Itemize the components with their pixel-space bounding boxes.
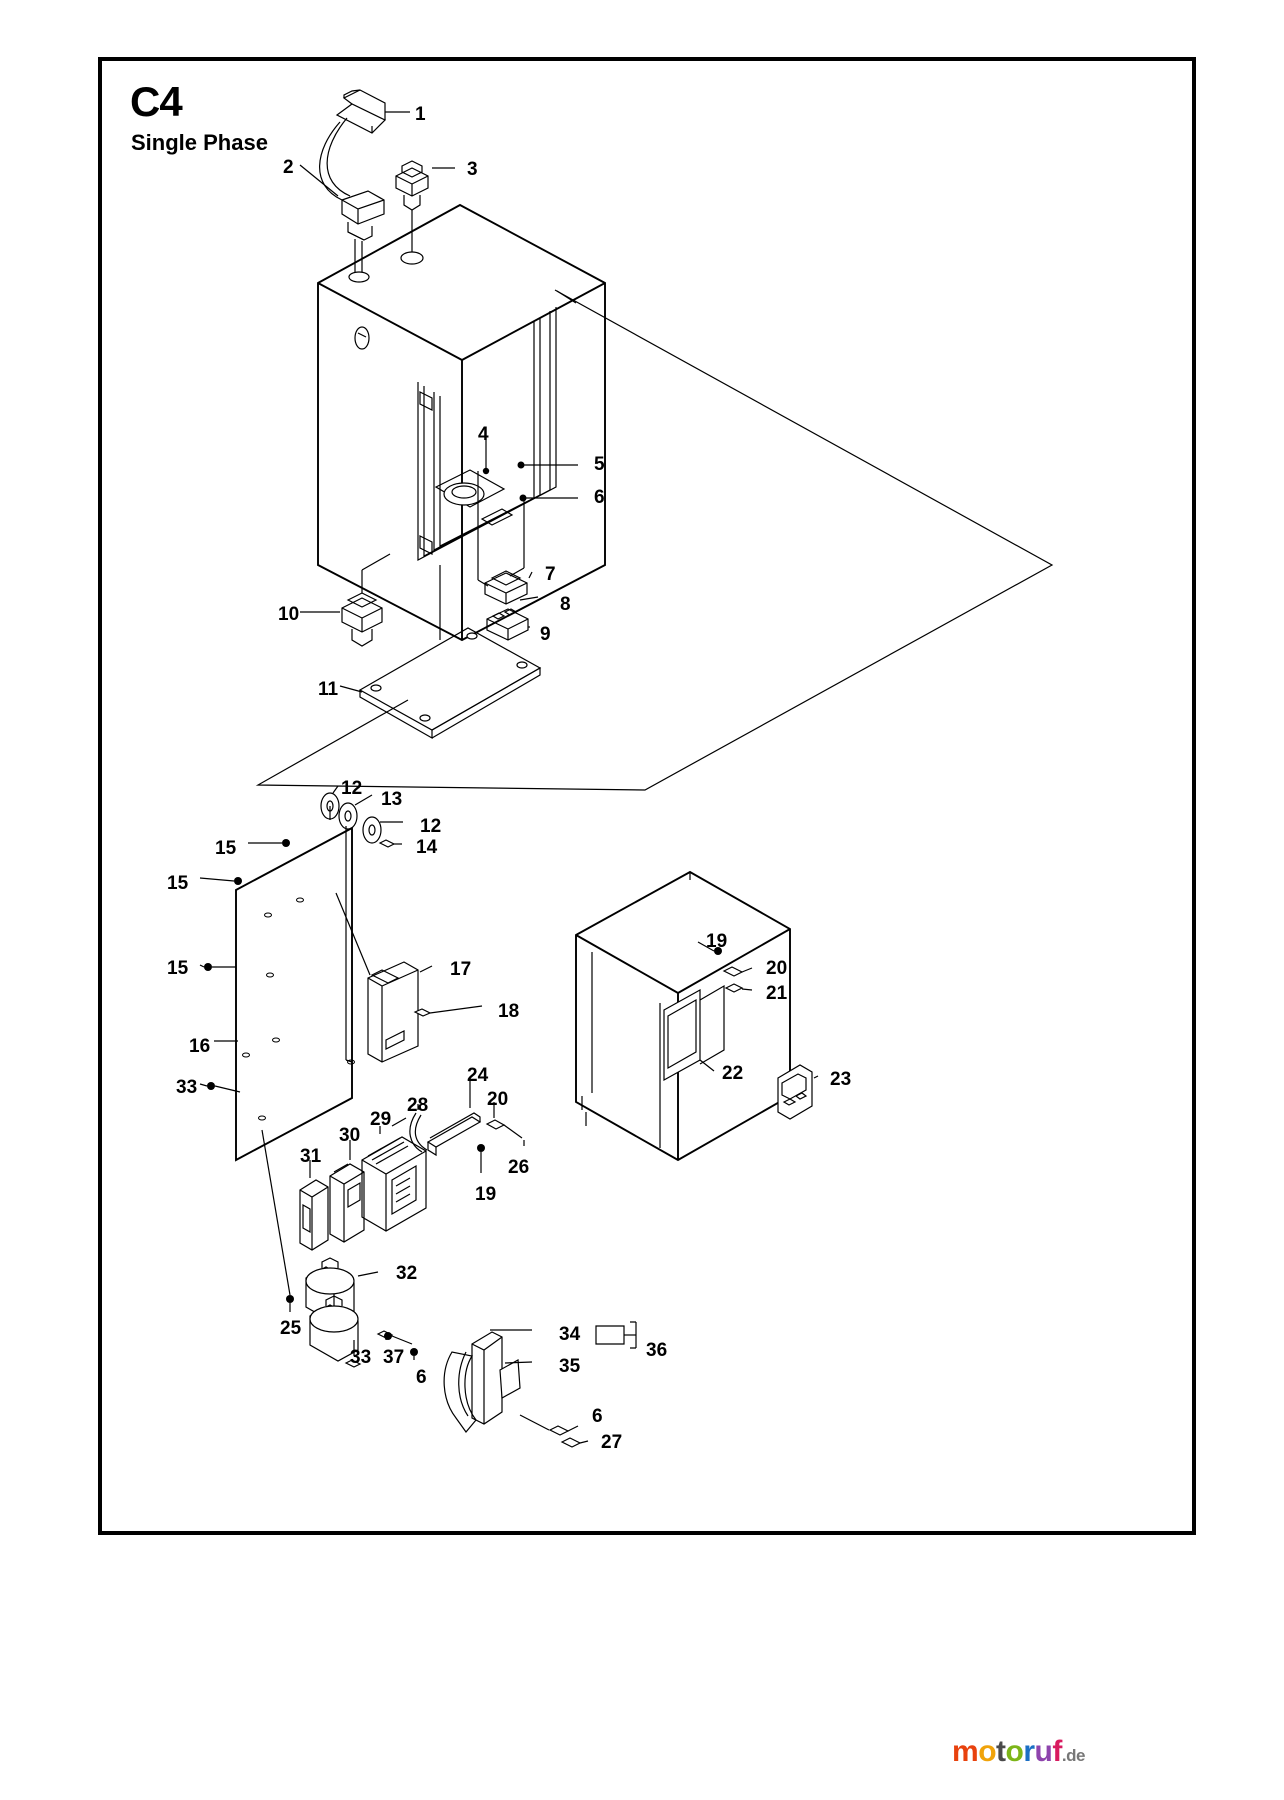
callout-number-15a: 15 <box>215 838 237 859</box>
callout-number-19a: 19 <box>706 931 728 952</box>
callout-number-27: 27 <box>601 1432 623 1453</box>
callout-number-33a: 33 <box>176 1077 198 1098</box>
callout-number-12b: 12 <box>420 816 442 837</box>
callout-number-15b: 15 <box>167 873 189 894</box>
callout-number-4: 4 <box>478 424 489 445</box>
callout-number-20b: 20 <box>487 1089 509 1110</box>
watermark-letter-m: m <box>952 1735 979 1768</box>
callout-number-37: 37 <box>383 1347 405 1368</box>
callout-number-13: 13 <box>381 789 403 810</box>
callout-number-30: 30 <box>339 1125 361 1146</box>
callout-number-6c: 6 <box>592 1406 603 1427</box>
callout-number-10: 10 <box>278 604 300 625</box>
callout-number-24: 24 <box>467 1065 489 1086</box>
page-subtitle: Single Phase <box>131 130 268 155</box>
motoruf-watermark: motoruf.de <box>952 1735 1085 1769</box>
callout-number-8: 8 <box>560 594 571 615</box>
watermark-letter-o1: o <box>978 1735 997 1768</box>
watermark-letter-f: f <box>1052 1735 1062 1768</box>
callout-number-6a: 6 <box>594 487 605 508</box>
page-title: C4 <box>130 78 183 125</box>
watermark-letter-t: t <box>996 1735 1006 1768</box>
callout-number-2: 2 <box>283 157 294 178</box>
watermark-letter-u: u <box>1034 1735 1053 1768</box>
watermark-suffix: .de <box>1061 1746 1086 1765</box>
callout-number-36: 36 <box>646 1340 668 1361</box>
callout-number-11: 11 <box>318 679 339 700</box>
callout-number-21: 21 <box>766 983 788 1004</box>
callout-number-34: 34 <box>559 1324 581 1345</box>
callout-number-9: 9 <box>540 624 551 645</box>
callout-number-3: 3 <box>467 159 478 180</box>
callout-number-35: 35 <box>559 1356 581 1377</box>
callout-number-33b: 33 <box>350 1347 372 1368</box>
callout-number-20a: 20 <box>766 958 788 979</box>
callout-number-29: 29 <box>370 1109 392 1130</box>
callout-number-31: 31 <box>300 1146 322 1167</box>
callout-number-22: 22 <box>722 1063 744 1084</box>
callout-number-18: 18 <box>498 1001 520 1022</box>
callout-number-25: 25 <box>280 1318 302 1339</box>
diagram-border <box>98 57 1196 1535</box>
watermark-letter-r: r <box>1023 1735 1035 1768</box>
callout-number-5: 5 <box>594 454 605 475</box>
callout-number-7: 7 <box>545 564 556 585</box>
callout-number-6b: 6 <box>416 1367 427 1388</box>
callout-number-14: 14 <box>416 837 438 858</box>
callout-number-16: 16 <box>189 1036 211 1057</box>
watermark-letter-o2: o <box>1005 1735 1024 1768</box>
callout-number-12a: 12 <box>341 778 363 799</box>
callout-number-15c: 15 <box>167 958 189 979</box>
callout-number-19b: 19 <box>475 1184 497 1205</box>
callout-number-1: 1 <box>415 104 426 125</box>
callout-number-28: 28 <box>407 1095 429 1116</box>
callout-number-17: 17 <box>450 959 472 980</box>
callout-number-32: 32 <box>396 1263 418 1284</box>
callout-number-26: 26 <box>508 1157 530 1178</box>
callout-number-23: 23 <box>830 1069 852 1090</box>
